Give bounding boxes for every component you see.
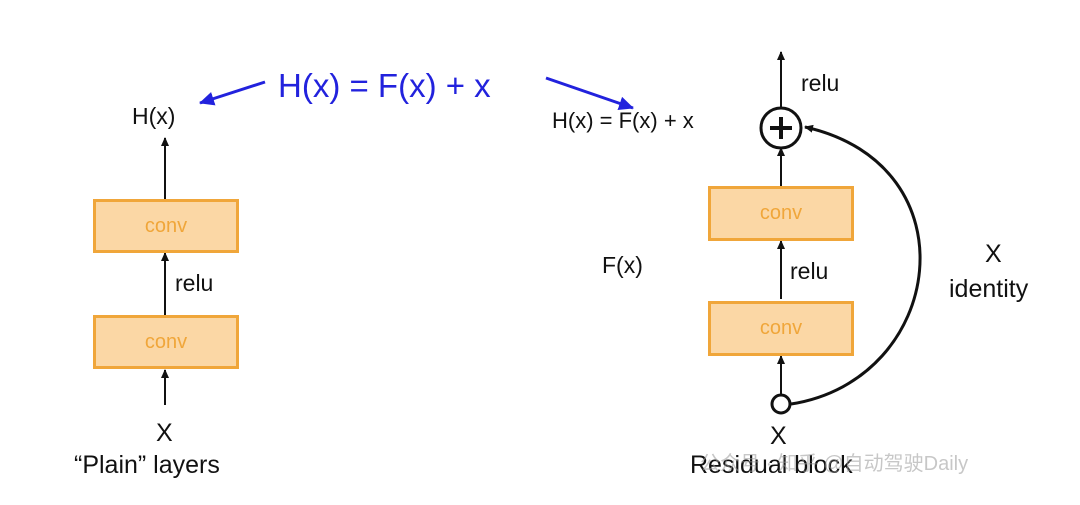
residual-conv-top: conv: [708, 186, 854, 241]
input-node: [770, 393, 792, 415]
residual-top-relu-label: relu: [801, 70, 840, 96]
residual-input-label: X: [770, 422, 787, 450]
blue-arrow-left: [199, 80, 266, 106]
plain-conv-bottom: conv: [93, 315, 239, 369]
plus-icon: [770, 117, 792, 139]
residual-output-equation: H(x) = F(x) + x: [552, 108, 694, 133]
blue-arrow-right: [545, 76, 634, 111]
plain-input-label: X: [156, 419, 173, 447]
watermark: 公众号 · 知乎 @自动驾驶Daily: [700, 453, 969, 475]
header-equation: H(x) = F(x) + x: [278, 67, 491, 104]
plain-relu-label: relu: [175, 270, 214, 296]
identity-skip-arc: [790, 124, 922, 406]
skip-label-identity: identity: [949, 275, 1029, 303]
residual-conv-bottom: conv: [708, 301, 854, 356]
residual-function-label: F(x): [602, 252, 643, 278]
plain-conv-top: conv: [93, 199, 239, 253]
plain-output-label: H(x): [132, 103, 176, 129]
residual-caption: Residual block: [690, 451, 853, 479]
skip-label-x: X: [985, 240, 1002, 268]
residual-relu-label: relu: [790, 258, 829, 284]
plain-caption: “Plain” layers: [74, 451, 220, 479]
